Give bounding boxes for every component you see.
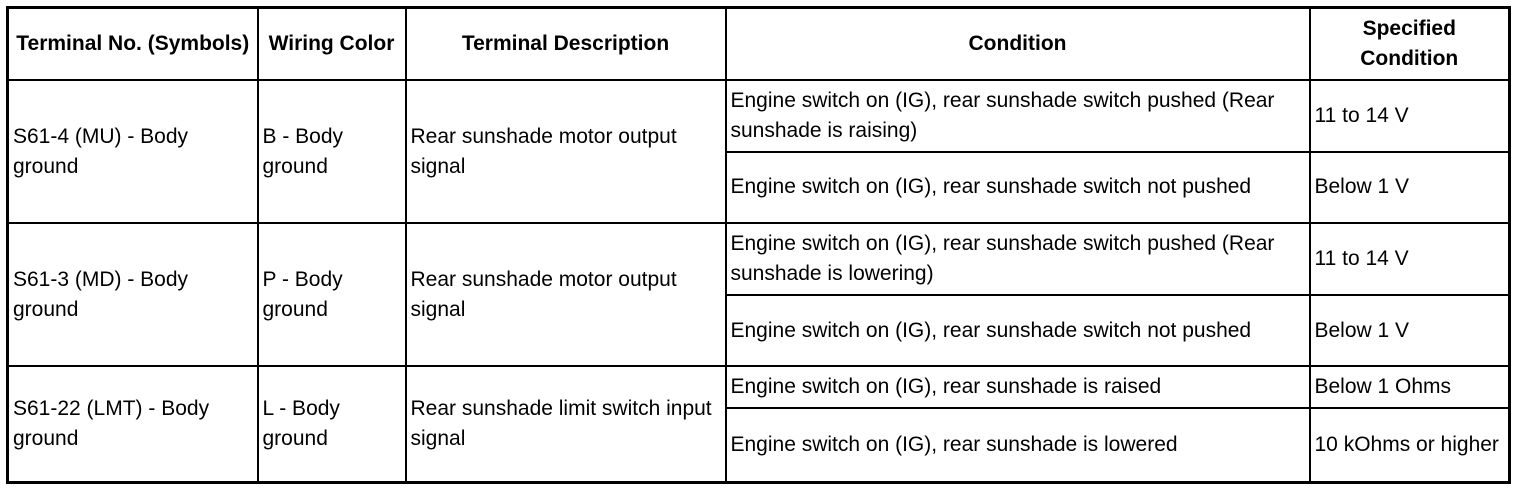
terminal-spec-table: Terminal No. (Symbols) Wiring Color Term… [6, 6, 1511, 484]
table-row: S61-4 (MU) - Body ground B - Body ground… [6, 78, 1511, 225]
wiring-color-cell: L - Body ground [256, 365, 407, 484]
condition-cell: Engine switch on (IG), rear sunshade swi… [724, 222, 1311, 296]
terminal-cell: S61-4 (MU) - Body ground [6, 78, 259, 225]
specified-condition-cell: 11 to 14 V [1308, 79, 1511, 153]
specified-condition-cell: 10 kOhms or higher [1308, 407, 1511, 484]
table-row: Engine switch on (IG), rear sunshade swi… [8, 293, 1511, 368]
terminal-cell: S61-3 (MD) - Body ground [6, 222, 259, 368]
specified-condition-cell: Below 1 Ohms [1308, 365, 1511, 410]
header-wiring-color: Wiring Color [256, 6, 407, 81]
condition-cell: Engine switch on (IG), rear sunshade swi… [724, 79, 1311, 153]
terminal-description-cell: Rear sunshade motor output signal [404, 222, 727, 368]
condition-cell: Engine switch on (IG), rear sunshade swi… [724, 293, 1311, 368]
specified-condition-cell: Below 1 V [1308, 293, 1511, 368]
wiring-color-cell: B - Body ground [256, 78, 407, 225]
condition-cell: Engine switch on (IG), rear sunshade is … [724, 365, 1311, 410]
condition-cell: Engine switch on (IG), rear sunshade swi… [724, 150, 1311, 225]
terminal-cell: S61-22 (LMT) - Body ground [6, 365, 259, 484]
table-row: S61-3 (MD) - Body ground P - Body ground… [6, 222, 1511, 368]
header-condition: Condition [724, 6, 1311, 81]
wiring-color-cell: P - Body ground [256, 222, 407, 368]
specified-condition-cell: Below 1 V [1308, 150, 1511, 225]
terminal-description-cell: Rear sunshade motor output signal [404, 78, 727, 225]
condition-cell: Engine switch on (IG), rear sunshade is … [724, 407, 1311, 484]
table-row: S61-22 (LMT) - Body ground L - Body grou… [6, 365, 1511, 484]
header-specified-condition: Specified Condition [1308, 6, 1511, 81]
header-terminal: Terminal No. (Symbols) [6, 6, 259, 81]
header-terminal-description: Terminal Description [404, 6, 727, 81]
specified-condition-cell: 11 to 14 V [1308, 222, 1511, 296]
table-row: Engine switch on (IG), rear sunshade swi… [8, 150, 1511, 225]
table-row: Engine switch on (IG), rear sunshade is … [8, 407, 1511, 484]
header-row: Terminal No. (Symbols) Wiring Color Term… [6, 6, 1511, 81]
terminal-description-cell: Rear sunshade limit switch input signal [404, 365, 727, 484]
